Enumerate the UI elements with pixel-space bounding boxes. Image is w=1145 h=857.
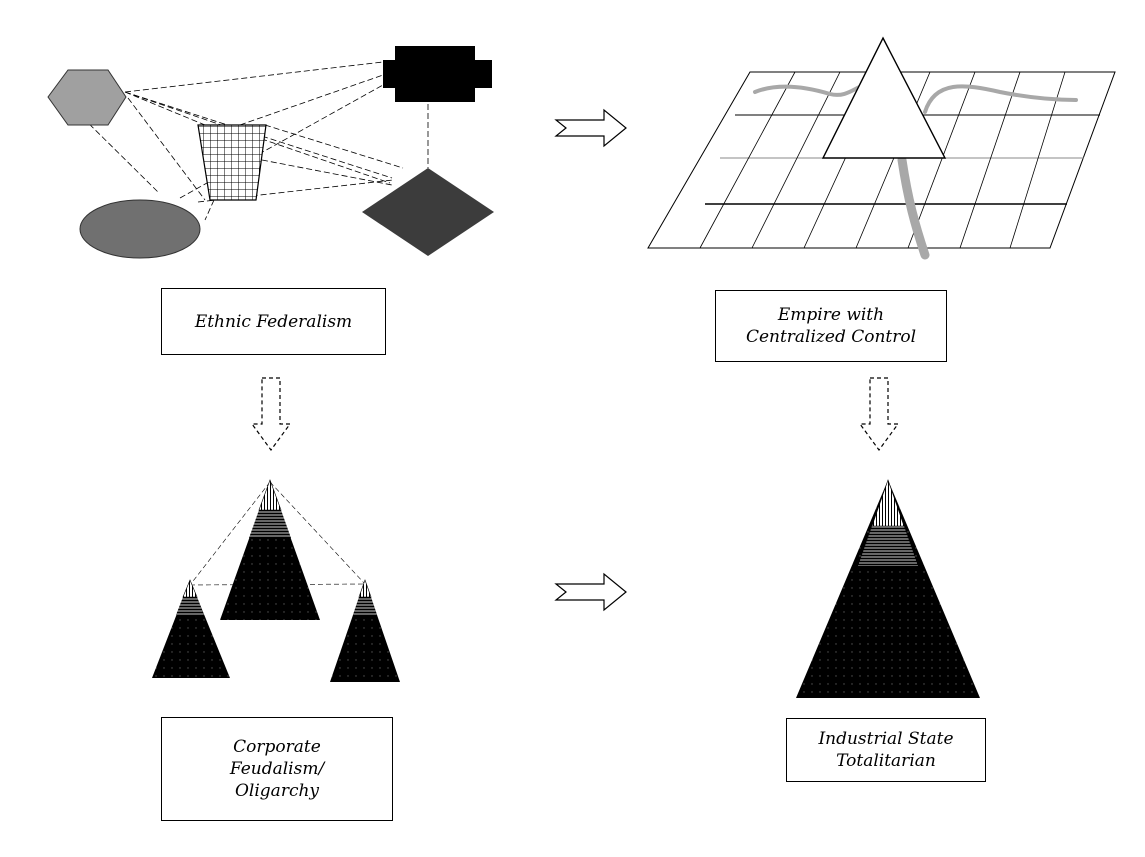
corporate-pyramids — [152, 479, 400, 682]
label-line: Oligarchy — [234, 781, 320, 801]
black-tablet-shape — [383, 46, 492, 102]
label-corporate-feudalism: Corporate Feudalism/ Oligarchy — [161, 717, 393, 821]
label-line: Feudalism/ — [229, 759, 325, 779]
label-line: Industrial State — [818, 729, 954, 749]
label-line: Corporate — [233, 737, 321, 757]
white-triangle-shape — [821, 36, 947, 159]
river-paths — [753, 84, 1078, 260]
ethnic-federalism-network — [47, 46, 494, 259]
pyramid-large — [220, 479, 320, 620]
right-arrow-icon — [554, 108, 627, 148]
label-line: Empire with — [777, 305, 885, 325]
industrial-pyramid — [796, 479, 980, 698]
grid-trapezoid-shape — [197, 124, 267, 201]
label-ethnic-federalism: Ethnic Federalism — [161, 288, 386, 355]
pyramid-small-left — [152, 579, 230, 678]
diamond-shape — [362, 168, 494, 256]
hexagon-shape — [47, 69, 127, 126]
label-empire: Empire with Centralized Control — [715, 290, 947, 362]
down-arrow-icon — [250, 377, 292, 452]
label-line: Centralized Control — [745, 327, 917, 347]
pyramid-small-right — [330, 579, 400, 682]
right-arrow-icon — [554, 572, 627, 612]
empire-grid — [647, 36, 1116, 260]
label-line: Ethnic Federalism — [194, 311, 353, 332]
down-arrow-icon — [858, 377, 900, 452]
pyramid-connection-lines — [189, 481, 366, 586]
label-line: Totalitarian — [836, 751, 936, 771]
label-industrial-state: Industrial State Totalitarian — [786, 718, 986, 782]
ellipse-shape — [79, 199, 201, 259]
